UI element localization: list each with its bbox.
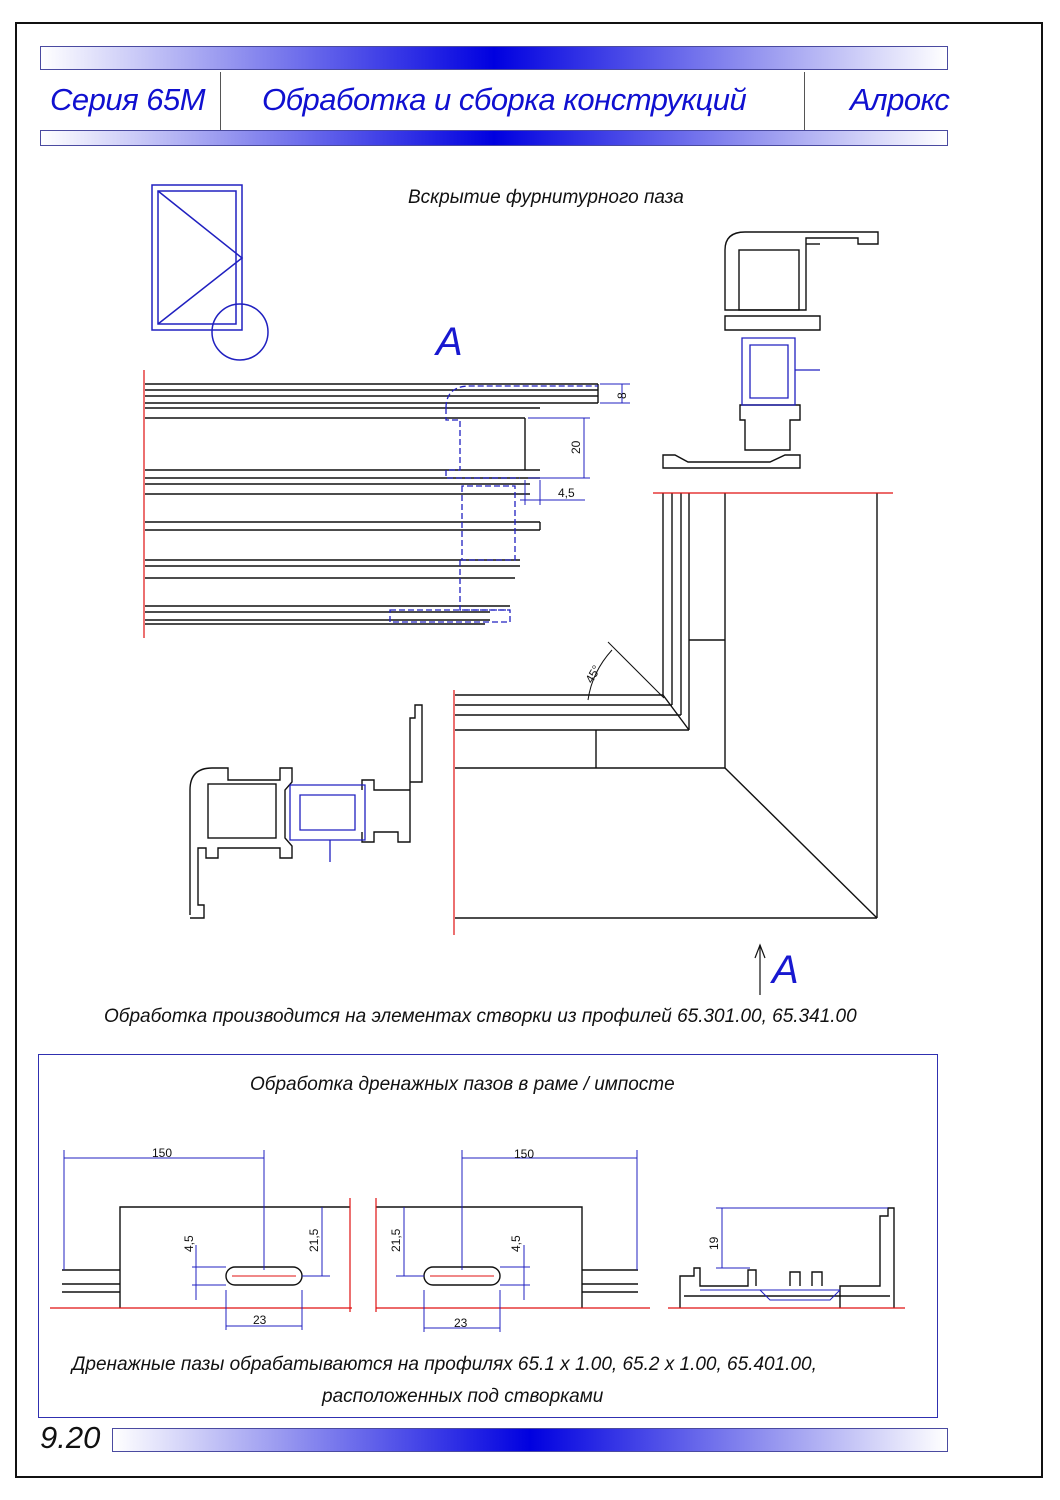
profile-elevation bbox=[145, 383, 599, 625]
angle-dimension bbox=[587, 641, 665, 701]
title-block: Серия 65М Обработка и сборка конструкций… bbox=[40, 72, 950, 130]
drain-left-dims bbox=[63, 1150, 330, 1330]
view-label-a-bottom: A bbox=[772, 948, 799, 992]
drain-profile-section bbox=[679, 1207, 895, 1308]
dim-right-150: 150 bbox=[514, 1147, 534, 1161]
dim-20: 20 bbox=[569, 440, 583, 454]
series-label: Серия 65М bbox=[50, 82, 206, 117]
footer-bar bbox=[112, 1428, 948, 1452]
document-title: Обработка и сборка конструкций bbox=[262, 82, 747, 117]
view-label-a: A bbox=[436, 320, 463, 364]
dashed-profile-section bbox=[389, 385, 598, 623]
drain-right-detail bbox=[376, 1206, 638, 1308]
top-dimensions bbox=[520, 383, 630, 505]
title-divider bbox=[220, 72, 221, 130]
corner-view bbox=[455, 493, 878, 919]
dim-right-21-5: 21,5 bbox=[389, 1228, 403, 1252]
drain-profile-hatch bbox=[700, 1289, 841, 1301]
dim-right-4-5: 4,5 bbox=[509, 1235, 523, 1252]
header-top-bar bbox=[40, 46, 948, 70]
top-right-profile-section bbox=[662, 231, 879, 469]
drain-left-detail bbox=[62, 1206, 350, 1308]
window-icon bbox=[151, 184, 269, 361]
drainage-note-line2: расположенных под створками bbox=[322, 1386, 604, 1407]
dim-left-4-5: 4,5 bbox=[182, 1235, 196, 1252]
dim-left-150: 150 bbox=[152, 1146, 172, 1160]
dim-profile-19: 19 bbox=[707, 1236, 721, 1250]
drawing-sheet bbox=[15, 22, 1043, 1478]
brand-label: Алрокс bbox=[850, 82, 950, 117]
header-bottom-bar bbox=[40, 130, 948, 146]
top-right-seal-section bbox=[741, 337, 820, 406]
page-number: 9.20 bbox=[40, 1420, 101, 1455]
drainage-note-line1: Дренажные пазы обрабатываются на профиля… bbox=[72, 1354, 817, 1375]
top-section-caption: Вскрытие фурнитурного паза bbox=[408, 187, 684, 208]
left-seal-section bbox=[289, 784, 366, 862]
dim-left-23: 23 bbox=[253, 1313, 267, 1327]
drainage-caption: Обработка дренажных пазов в раме / импос… bbox=[250, 1074, 675, 1095]
title-divider bbox=[804, 72, 805, 130]
dim-8: 8 bbox=[615, 392, 629, 399]
drain-profile-dims bbox=[716, 1207, 888, 1269]
top-section-note: Обработка производится на элементах ство… bbox=[104, 1006, 857, 1027]
dim-right-23: 23 bbox=[454, 1316, 468, 1330]
dim-4-5: 4,5 bbox=[558, 486, 575, 500]
drain-right-dims bbox=[396, 1150, 638, 1332]
left-profile-section bbox=[189, 704, 423, 919]
view-arrow bbox=[754, 943, 766, 995]
dim-left-21-5: 21,5 bbox=[307, 1228, 321, 1252]
drainage-section bbox=[38, 1054, 938, 1418]
